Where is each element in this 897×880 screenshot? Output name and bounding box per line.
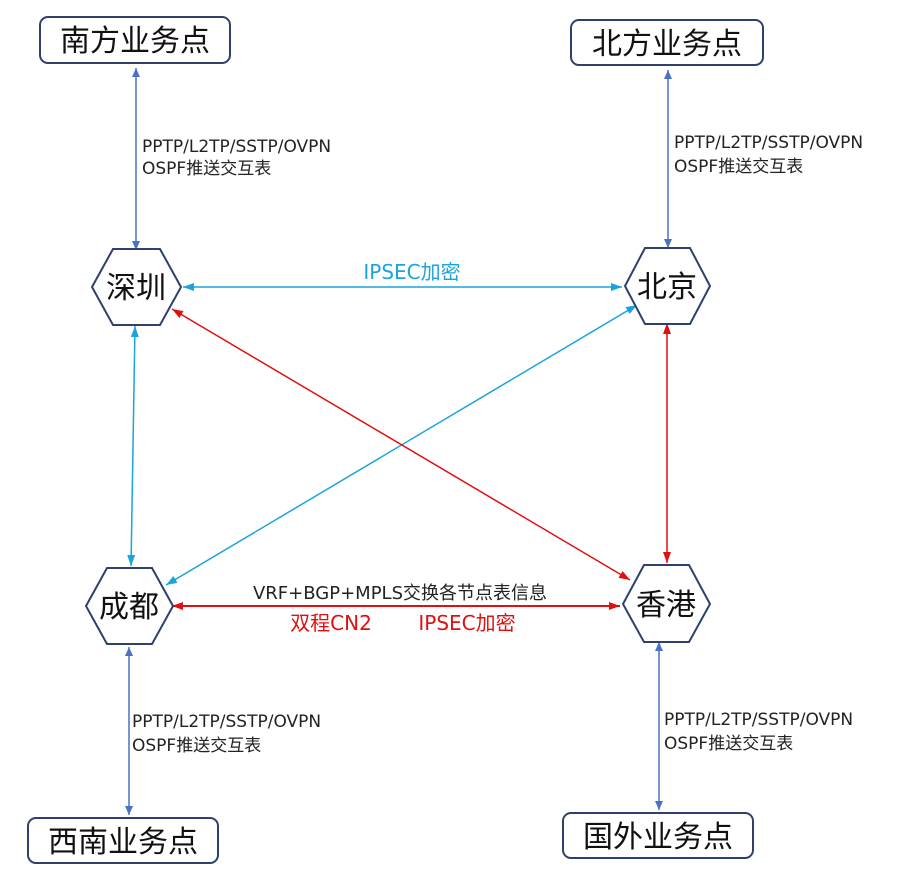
site-overseas-box: 国外业务点: [562, 812, 754, 859]
site-south-label: 南方业务点: [60, 24, 210, 59]
proto-north-line2: OSPF推送交互表: [674, 157, 803, 177]
hub-beijing: 北京: [623, 247, 712, 325]
link-shenzhen-hongkong: [171, 308, 631, 581]
label-sz-bj-ipsec: IPSEC加密: [363, 260, 460, 284]
label-cd-hk-vrf: VRF+BGP+MPLS交换各节点表信息: [253, 583, 547, 604]
hub-chengdu-label: 成都: [99, 590, 159, 625]
site-north-box: 北方业务点: [570, 19, 764, 66]
hub-hongkong-label: 香港: [636, 588, 696, 623]
hub-shenzhen-label: 深圳: [106, 271, 166, 306]
hub-hongkong: 香港: [621, 564, 712, 643]
hub-chengdu: 成都: [84, 567, 175, 645]
proto-south-line2: OSPF推送交互表: [142, 159, 271, 179]
label-cd-hk-ipsec: IPSEC加密: [418, 611, 515, 635]
hub-shenzhen: 深圳: [90, 248, 183, 326]
link-shenzhen-chengdu: [127, 325, 139, 567]
site-north-label: 北方业务点: [592, 27, 742, 62]
label-cd-hk-cn2: 双程CN2: [290, 611, 372, 635]
site-south-box: 南方业务点: [39, 16, 231, 64]
proto-overseas-line2: OSPF推送交互表: [664, 734, 793, 754]
site-southwest-label: 西南业务点: [48, 825, 198, 860]
proto-southwest-line2: OSPF推送交互表: [132, 736, 261, 756]
site-overseas-label: 国外业务点: [583, 820, 733, 855]
hub-beijing-label: 北京: [637, 270, 697, 305]
site-southwest-box: 西南业务点: [27, 817, 219, 864]
proto-south-line1: PPTP/L2TP/SSTP/OVPN: [142, 137, 331, 157]
proto-north-line1: PPTP/L2TP/SSTP/OVPN: [674, 133, 863, 153]
proto-overseas-line1: PPTP/L2TP/SSTP/OVPN: [664, 710, 853, 730]
proto-southwest-line1: PPTP/L2TP/SSTP/OVPN: [132, 712, 321, 732]
